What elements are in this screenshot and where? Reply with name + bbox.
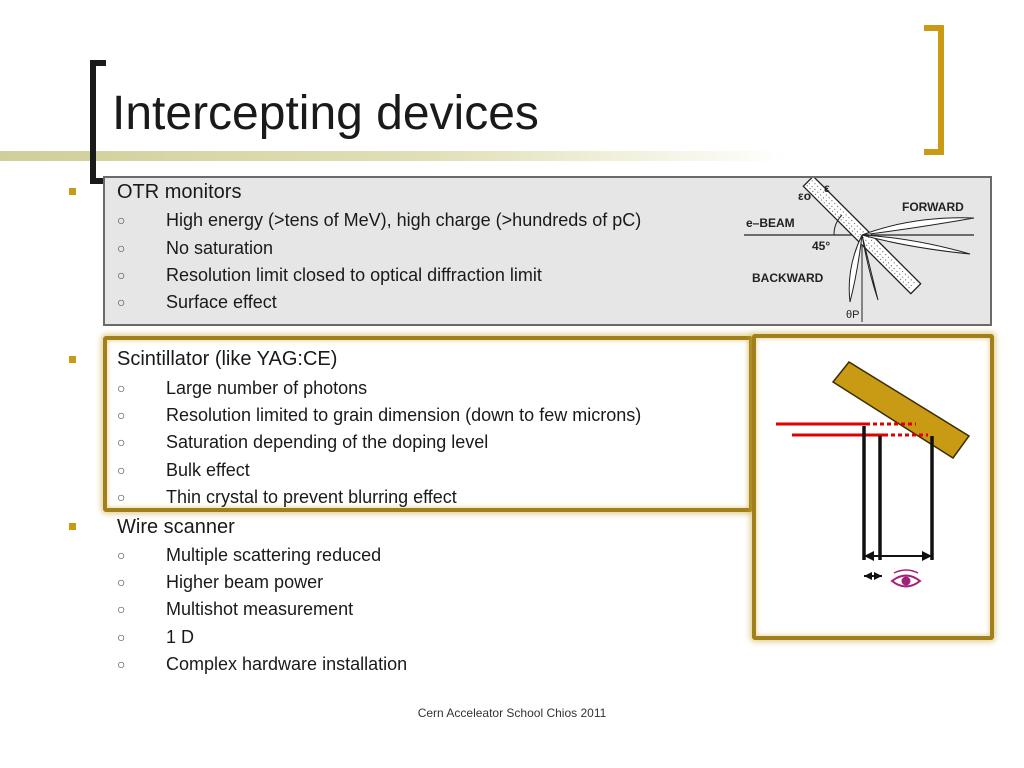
circle-bullet-icon: ○ <box>117 294 126 310</box>
scintillator-diagram-frame <box>752 334 994 640</box>
list-item: 1 D <box>166 627 195 647</box>
list-item: No saturation <box>166 238 274 258</box>
page-title: Intercepting devices <box>112 87 539 140</box>
list-item: Higher beam power <box>166 572 324 592</box>
circle-bullet-icon: ○ <box>117 240 126 256</box>
otr-section-box <box>103 176 992 326</box>
otr-label-beam: e–BEAM <box>746 216 795 230</box>
circle-bullet-icon: ○ <box>117 434 126 450</box>
circle-bullet-icon: ○ <box>117 489 126 505</box>
list-item: High energy (>tens of MeV), high charge … <box>166 210 642 230</box>
list-item: Resolution limited to grain dimension (d… <box>166 405 642 425</box>
otr-forward-lobe-upper <box>861 217 975 236</box>
circle-bullet-icon: ○ <box>117 601 126 617</box>
otr-backward-lobe-right <box>861 234 879 301</box>
circle-bullet-icon: ○ <box>117 212 126 228</box>
list-item: Bulk effect <box>166 460 250 480</box>
scintillator-highlight-frame <box>103 336 753 512</box>
otr-label-backward: BACKWARD <box>752 271 824 285</box>
circle-bullet-icon: ○ <box>117 547 126 563</box>
circle-bullet-icon: ○ <box>117 407 126 423</box>
otr-diagram: e–BEAM FORWARD BACKWARD 45° εo ε θP <box>744 178 975 322</box>
otr-backward-lobe-left <box>848 234 863 303</box>
list-item: Thin crystal to prevent blurring effect <box>166 487 457 507</box>
list-item: Complex hardware installation <box>166 654 408 674</box>
section-heading-otr: OTR monitors <box>117 181 242 203</box>
circle-bullet-icon: ○ <box>117 267 126 283</box>
otr-label-eps0: εo <box>798 189 811 203</box>
otr-label-angle: 45° <box>812 239 830 253</box>
circle-bullet-icon: ○ <box>117 462 126 478</box>
section-heading-wire-scanner: Wire scanner <box>117 516 235 538</box>
square-bullet-scintillator <box>69 356 76 363</box>
slide-footer: Cern Acceleator School Chios 2011 <box>417 706 607 720</box>
otr-label-theta: θP <box>846 309 859 321</box>
list-item: Large number of photons <box>166 378 368 398</box>
square-bullet-otr <box>69 188 76 195</box>
section-heading-scintillator: Scintillator (like YAG:CE) <box>117 348 338 370</box>
left-bracket-decoration <box>90 60 106 184</box>
circle-bullet-icon: ○ <box>117 380 126 396</box>
eye-icon <box>890 569 922 588</box>
otr-label-forward: FORWARD <box>902 200 964 214</box>
circle-bullet-icon: ○ <box>117 574 126 590</box>
square-bullet-wire-scanner <box>69 523 76 530</box>
otr-forward-lobe-lower <box>861 234 971 255</box>
scintillator-diagram <box>776 361 971 588</box>
scintillator-crystal <box>831 361 971 460</box>
list-item: Saturation depending of the doping level <box>166 432 489 452</box>
circle-bullet-icon: ○ <box>117 629 126 645</box>
circle-bullet-icon: ○ <box>117 656 126 672</box>
list-item: Multishot measurement <box>166 599 354 619</box>
list-item: Resolution limit closed to optical diffr… <box>166 265 542 285</box>
list-item: Multiple scattering reduced <box>166 545 382 565</box>
right-bracket-decoration <box>924 25 944 155</box>
title-underline-bar <box>0 151 790 161</box>
list-item: Surface effect <box>166 292 277 312</box>
otr-label-eps: ε <box>824 181 830 195</box>
